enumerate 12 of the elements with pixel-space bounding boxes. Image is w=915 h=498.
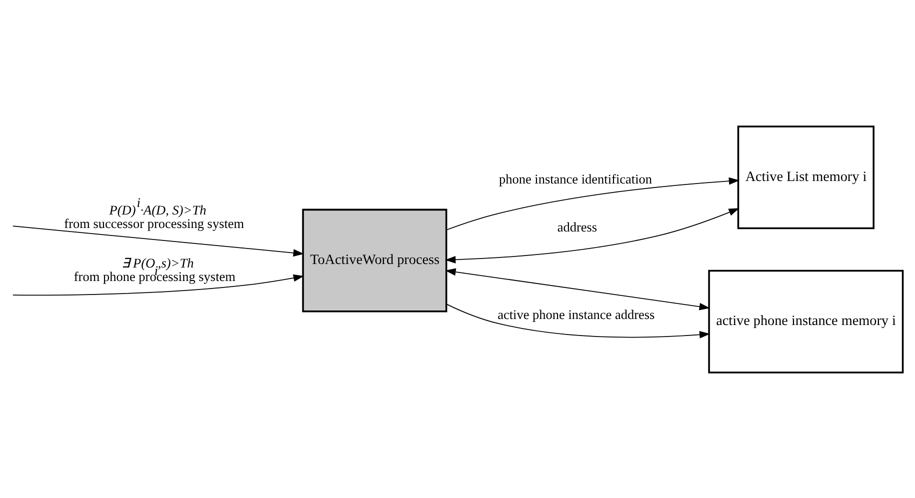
- arrow: [446, 176, 740, 230]
- node-box: active phone instance memory i: [708, 269, 904, 373]
- arrow: [446, 303, 710, 338]
- arrow: [445, 268, 710, 310]
- edge-label: active phone instance address: [498, 306, 655, 322]
- arrow: [12, 274, 304, 296]
- arrow: [12, 225, 304, 256]
- node-box: Active List memory i: [737, 125, 874, 229]
- node-box: ToActiveWord process: [302, 208, 448, 312]
- edge-label: phone instance identification: [498, 171, 652, 186]
- edge-label: address: [557, 218, 598, 234]
- arrow: [444, 208, 740, 263]
